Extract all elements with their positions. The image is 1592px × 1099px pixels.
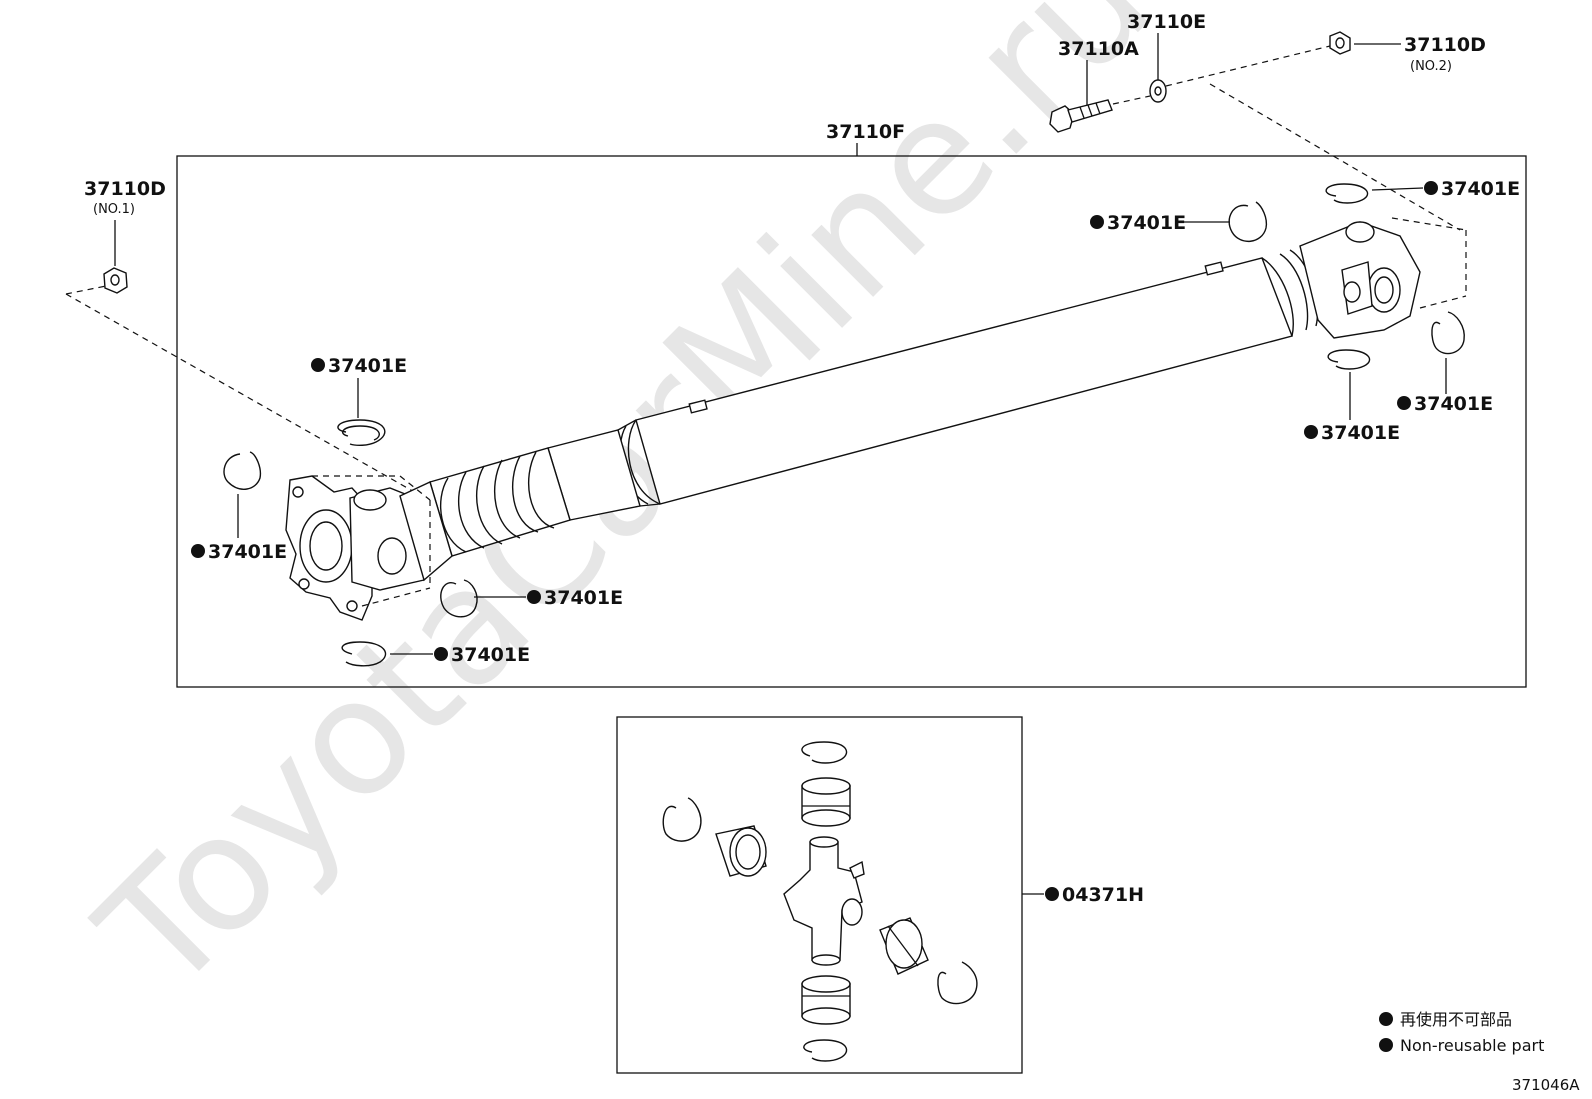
label-37401E-top-left: 37401E — [328, 355, 407, 377]
universal-joint-spider — [783, 836, 865, 966]
non-reusable-dot — [311, 358, 325, 372]
kit-snap-ring-bottom — [803, 1039, 848, 1062]
snap-ring-far-upper-right — [1325, 183, 1369, 204]
label-37401E-right-lower: 37401E — [1321, 422, 1400, 444]
bolt-37110A — [1049, 99, 1113, 133]
snap-ring-left — [223, 451, 262, 490]
watermark: ToyotaCarMine.ru — [64, 0, 1185, 1028]
label-37401E-lower-mid: 37401E — [544, 587, 623, 609]
legend-dot — [1379, 1038, 1393, 1052]
label-37110D-no1: 37110D — [84, 178, 166, 200]
non-reusable-dot — [1090, 215, 1104, 229]
label-37110F: 37110F — [826, 121, 905, 143]
non-reusable-dot — [527, 590, 541, 604]
non-reusable-dot — [1045, 887, 1059, 901]
washer-37110E — [1149, 79, 1167, 103]
snap-ring-far-right — [1431, 311, 1465, 355]
non-reusable-dot — [434, 647, 448, 661]
nut-37110D-no1 — [103, 267, 128, 294]
legend: 再使用不可部品 Non-reusable part — [1379, 1010, 1544, 1055]
propeller-shaft — [429, 249, 1319, 557]
kit-snap-ring-left — [662, 797, 702, 842]
label-37401E-bottom: 37401E — [451, 644, 530, 666]
label-37110D-no2: 37110D — [1404, 34, 1486, 56]
diagram-code: 371046A — [1512, 1076, 1580, 1094]
label-no1: (NO.1) — [93, 202, 135, 217]
snap-ring-right-lower — [1327, 349, 1371, 370]
non-reusable-dot — [1424, 181, 1438, 195]
label-04371H: 04371H — [1062, 884, 1144, 906]
label-37110A: 37110A — [1058, 38, 1139, 60]
rear-yoke — [1299, 221, 1421, 339]
non-reusable-dot — [1304, 425, 1318, 439]
front-flange-yoke — [285, 475, 453, 621]
dust-boot — [429, 447, 571, 557]
legend-japanese: 再使用不可部品 — [1400, 1010, 1512, 1029]
snap-ring-lower-mid — [440, 579, 478, 618]
label-37401E-left: 37401E — [208, 541, 287, 563]
label-37401E-upper-right: 37401E — [1107, 212, 1186, 234]
universal-joint-kit-frame — [616, 716, 1023, 1074]
shaft-assembly-frame — [176, 155, 1527, 688]
label-37401E-far-right: 37401E — [1414, 393, 1493, 415]
bearing-cup-left — [715, 825, 767, 877]
label-37110E: 37110E — [1127, 11, 1206, 33]
snap-ring-bottom — [341, 641, 387, 667]
label-37401E-far-upper-right: 37401E — [1441, 178, 1520, 200]
kit-snap-ring-top — [801, 741, 848, 764]
kit-snap-ring-right — [937, 961, 978, 1005]
bearing-cup-bottom — [801, 975, 851, 1025]
legend-english: Non-reusable part — [1400, 1036, 1544, 1055]
nut-37110D-no2 — [1329, 31, 1351, 55]
legend-dot — [1379, 1012, 1393, 1026]
snap-ring-top-left — [337, 419, 386, 447]
snap-ring-upper-right — [1228, 201, 1268, 242]
label-no2: (NO.2) — [1410, 59, 1452, 74]
bearing-cup-right — [879, 917, 929, 975]
non-reusable-dot — [1397, 396, 1411, 410]
non-reusable-dot — [191, 544, 205, 558]
bearing-cup-top — [801, 777, 851, 827]
